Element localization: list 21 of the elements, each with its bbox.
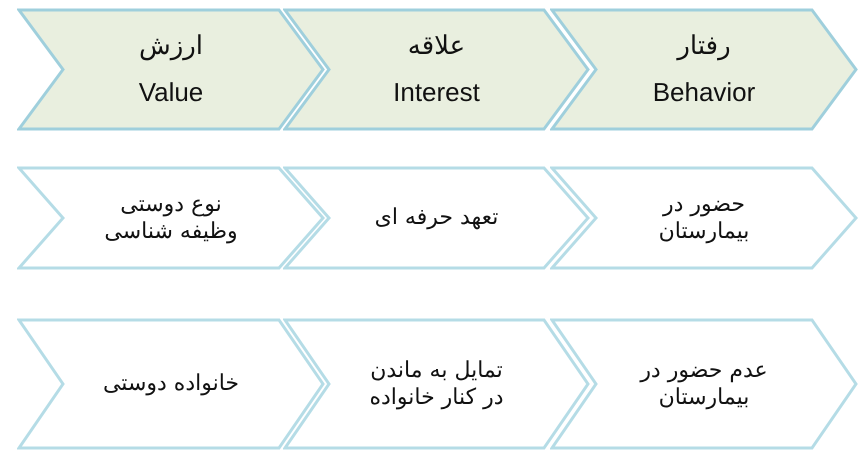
heading-box <box>17 8 325 131</box>
chevron-text: نوع دوستی وظیفه شناسی <box>103 190 239 246</box>
persian-heading: ارزش <box>138 30 204 63</box>
chevron-text: حضور در بیمارستان <box>658 190 750 246</box>
heading-box <box>283 8 590 131</box>
chevron-text: خانواده دوستی <box>102 370 240 398</box>
category-box <box>550 318 858 450</box>
english-heading: Value <box>138 76 204 108</box>
persian-heading: علاقه <box>408 30 466 63</box>
category-box <box>550 166 858 270</box>
chevron-text: عدم حضور در بیمارستان <box>638 356 769 412</box>
heading-box <box>550 8 858 131</box>
category-box <box>283 166 590 270</box>
english-heading: Interest <box>393 76 480 108</box>
category-box <box>17 166 325 270</box>
chevron-text: تعهد حرفه ای <box>374 204 498 232</box>
category-box <box>283 318 590 450</box>
english-heading: Behavior <box>652 76 756 108</box>
category-box <box>17 318 325 450</box>
chevron-text: تمایل به ماندن در کنار خانواده <box>368 356 505 412</box>
persian-heading: رفتار <box>677 30 731 63</box>
